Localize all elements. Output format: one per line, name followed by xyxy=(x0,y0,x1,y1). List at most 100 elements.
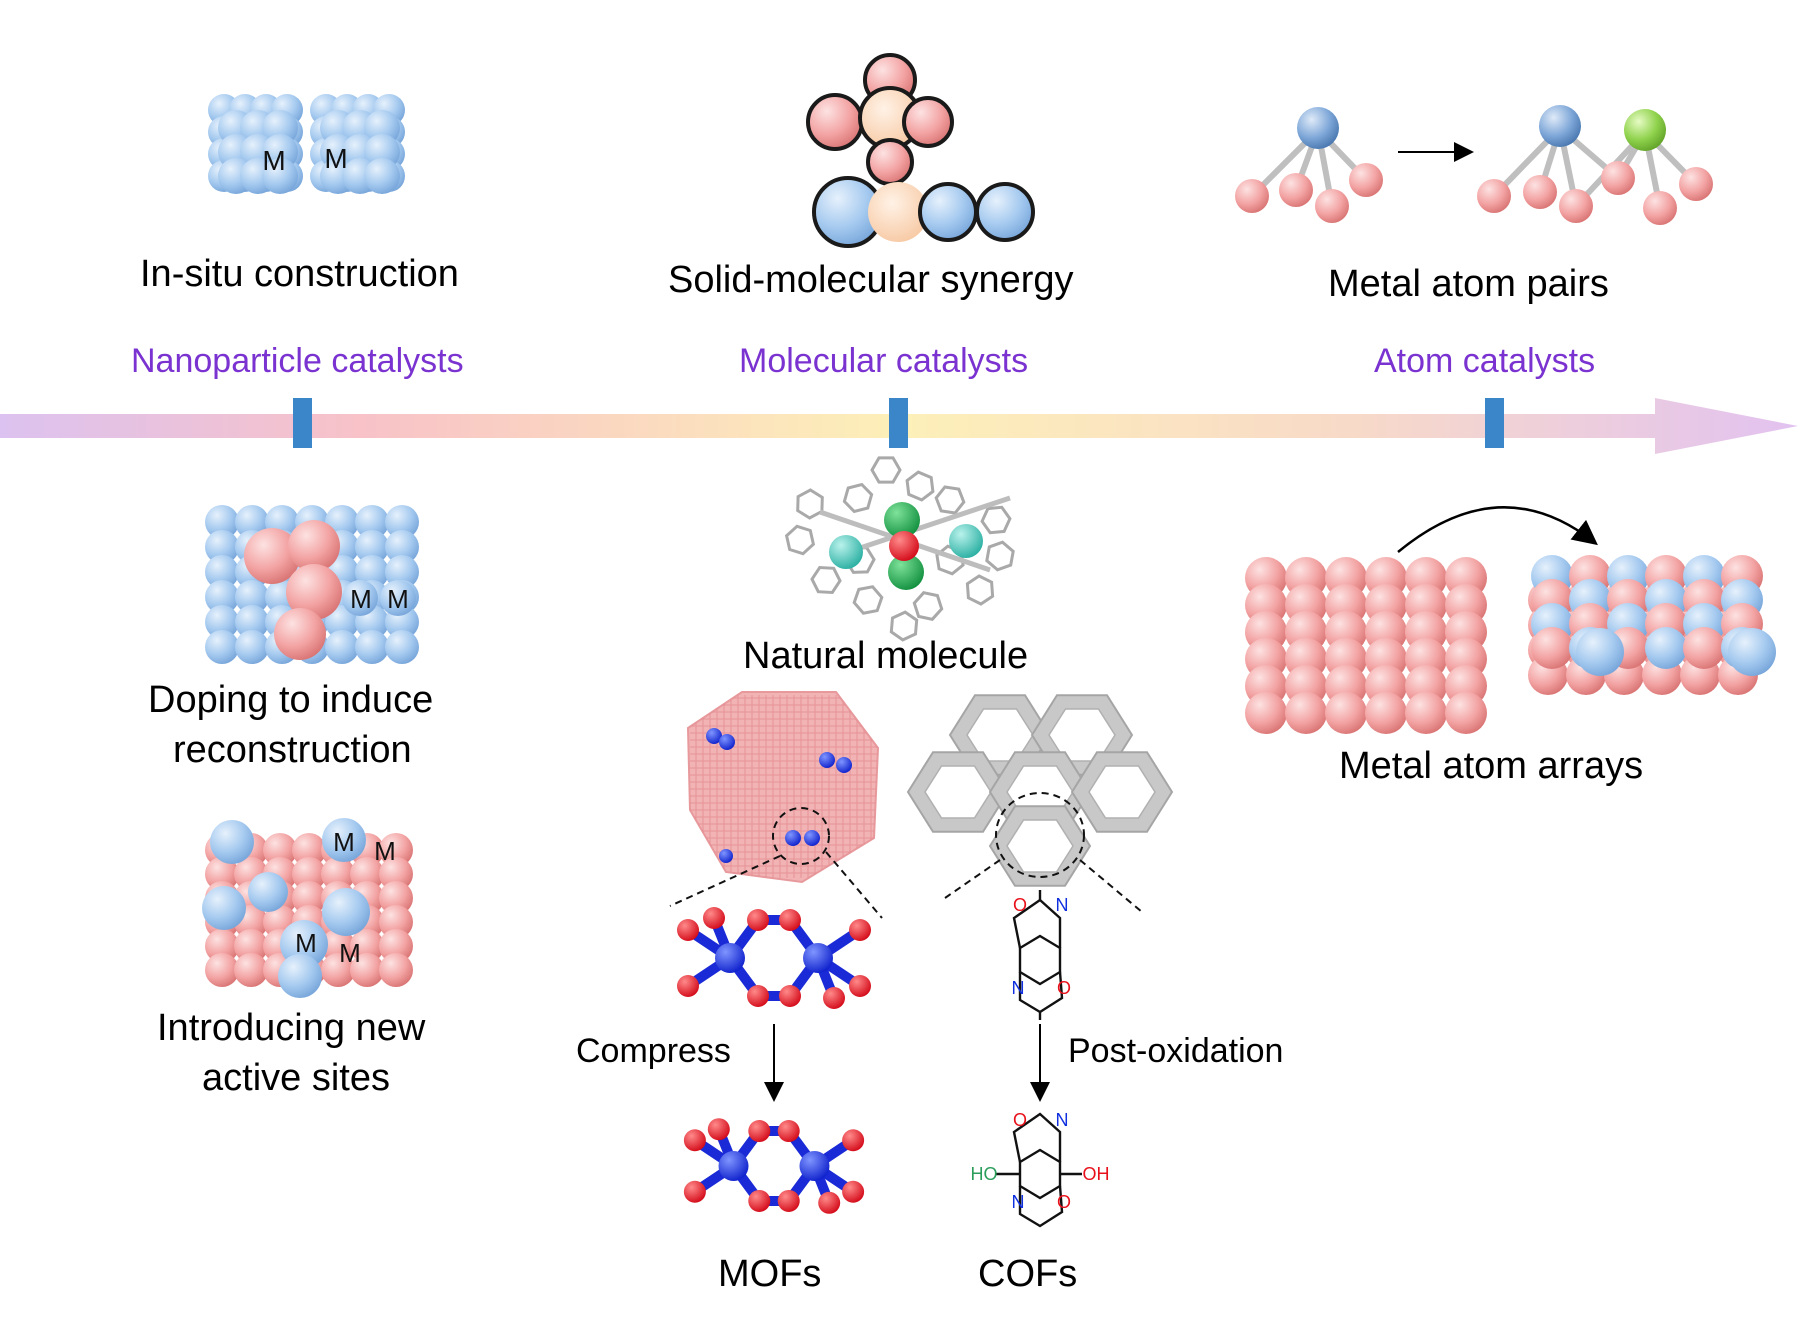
mof-structure-after xyxy=(683,1118,865,1214)
hex-ring xyxy=(889,610,919,642)
blue-sphere xyxy=(205,555,239,589)
pink-sphere xyxy=(1531,627,1573,669)
blue-sphere xyxy=(355,530,389,564)
metal-node xyxy=(803,943,833,973)
introducing-m-label-1: M xyxy=(333,827,355,857)
mof-structure-before xyxy=(677,907,871,1009)
label-insitu-construction: In-situ construction xyxy=(140,253,459,295)
timeline-tick-molecular xyxy=(889,398,908,448)
oxygen-atom xyxy=(707,1118,730,1141)
cof-sheet-illustration xyxy=(906,694,1174,913)
label-solid-molecular-synergy: Solid-molecular synergy xyxy=(668,259,1074,301)
blue-sphere xyxy=(385,630,419,664)
blue-sphere xyxy=(385,530,419,564)
pink-sphere xyxy=(379,953,413,987)
cof-before-n-bottom: N xyxy=(1012,978,1025,998)
blue-sphere xyxy=(210,820,254,864)
blue-sphere xyxy=(205,630,239,664)
metal-node xyxy=(715,943,745,973)
blue-sphere xyxy=(355,505,389,539)
doping-m-label-2: M xyxy=(387,584,409,614)
oxygen-atom xyxy=(779,985,801,1007)
cof-after-n-bottom: N xyxy=(1012,1192,1025,1212)
oxygen-atom xyxy=(849,919,871,941)
pink-sphere xyxy=(379,833,413,867)
label-introducing-line-1: Introducing new xyxy=(157,1007,426,1049)
pink-sphere xyxy=(379,929,413,963)
pink-sphere xyxy=(292,881,326,915)
blue-sphere xyxy=(235,605,269,639)
solid-molecular-illustration xyxy=(806,53,1035,248)
blue-sphere xyxy=(235,580,269,614)
category-nanoparticle: Nanoparticle catalysts xyxy=(131,342,464,380)
hex-ring xyxy=(980,505,1012,535)
pink-sphere xyxy=(244,528,300,584)
hex-ring xyxy=(870,456,902,484)
pink-sphere xyxy=(1405,692,1447,734)
introducing-m-label-4: M xyxy=(339,938,361,968)
blue-sphere xyxy=(278,954,322,998)
metal-node xyxy=(799,1151,830,1181)
pink-sphere xyxy=(1245,692,1287,734)
metal-node xyxy=(718,1151,749,1181)
metal-atom-arrays-illustration xyxy=(1245,506,1776,734)
hex-ring xyxy=(912,591,944,621)
insitu-m-label-2: M xyxy=(324,143,347,174)
natural-molecule-illustration xyxy=(784,456,1015,642)
introducing-m-label-2: M xyxy=(374,836,396,866)
blue-sphere xyxy=(325,605,359,639)
pink-sphere xyxy=(263,833,297,867)
blue-sphere xyxy=(364,158,400,194)
cof-after-n-top: N xyxy=(1056,1110,1069,1130)
oxygen-atom xyxy=(818,1191,841,1214)
oxygen-atom xyxy=(683,1180,706,1203)
hex-ring xyxy=(796,488,824,520)
label-compress: Compress xyxy=(576,1032,731,1070)
cof-pore xyxy=(1070,751,1174,833)
oxygen-atom xyxy=(747,909,769,931)
blue-sphere xyxy=(322,818,366,862)
cof-before-n-top: N xyxy=(1056,895,1069,915)
pink-sphere xyxy=(288,520,340,572)
cof-before-o-top: O xyxy=(1013,895,1027,915)
pink-sphere xyxy=(379,881,413,915)
cof-pore xyxy=(906,751,1010,833)
category-molecular: Molecular catalysts xyxy=(739,342,1029,380)
blue-sphere xyxy=(205,580,239,614)
blue-sphere xyxy=(1576,628,1624,676)
timeline-tick-atom xyxy=(1485,398,1504,448)
label-cofs: COFs xyxy=(978,1253,1078,1295)
blue-sphere xyxy=(1728,628,1776,676)
pink-sphere xyxy=(321,953,355,987)
label-natural-molecule: Natural molecule xyxy=(743,635,1029,677)
blue-sphere xyxy=(385,505,419,539)
pink-sphere xyxy=(1365,692,1407,734)
oxygen-atom xyxy=(823,987,845,1009)
blue-sphere xyxy=(262,158,298,194)
pink-sphere xyxy=(286,564,342,620)
cof-after-o-bottom: O xyxy=(1057,1192,1071,1212)
blue-sphere xyxy=(1645,627,1687,669)
label-metal-atom-arrays: Metal atom arrays xyxy=(1339,745,1644,787)
hex-ring xyxy=(852,585,884,615)
insitu-cluster-illustration: M M xyxy=(208,94,405,194)
blue-sphere xyxy=(380,580,416,616)
label-mofs: MOFs xyxy=(718,1253,822,1295)
oxygen-atom xyxy=(777,1120,800,1143)
oxygen-atom xyxy=(703,907,725,929)
cof-linker-after: O N HO OH N O xyxy=(971,1110,1110,1228)
pink-sphere xyxy=(350,953,384,987)
pink-sphere xyxy=(1285,692,1327,734)
blue-sphere xyxy=(205,505,239,539)
blue-sphere xyxy=(248,872,288,912)
cof-after-oh: OH xyxy=(1083,1164,1110,1184)
pink-sphere xyxy=(1325,692,1367,734)
cof-pore xyxy=(988,805,1092,887)
pink-sphere xyxy=(205,929,239,963)
insitu-m-label-1: M xyxy=(262,145,285,176)
hex-ring xyxy=(935,544,965,576)
pink-sphere xyxy=(379,857,413,891)
oxygen-atom xyxy=(777,1189,800,1212)
cof-before-o-bottom: O xyxy=(1057,978,1071,998)
pink-sphere xyxy=(274,608,326,660)
